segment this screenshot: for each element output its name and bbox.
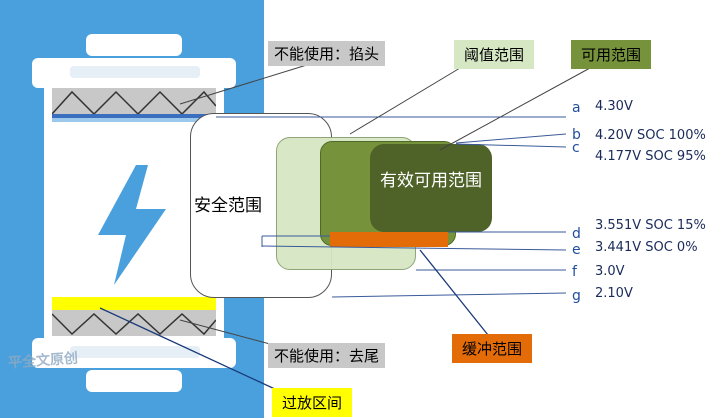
safe-range-label: 安全范围	[194, 196, 262, 216]
battery-top-cap	[86, 34, 182, 56]
effective-range-label: 有效可用范围	[380, 171, 482, 191]
battery-edge-left	[44, 118, 52, 298]
level-letter-f: f	[572, 264, 577, 280]
usable-range-tag: 可用范围	[571, 40, 652, 69]
tail-cut-zigzag	[52, 310, 216, 336]
battery-bottom-slot	[70, 346, 200, 358]
level-letter-g: g	[572, 288, 581, 304]
level-letter-e: e	[572, 242, 581, 258]
threshold-range-tag: 阈值范围	[454, 40, 535, 69]
buffer-range-tag: 缓冲范围	[452, 334, 533, 363]
level-letter-d: d	[572, 226, 581, 242]
level-value-c: 4.177V SOC 95%	[595, 149, 706, 164]
upper-limit-line	[52, 114, 216, 118]
level-letter-b: b	[572, 127, 581, 143]
over-discharge-tag: 过放区间	[272, 388, 353, 417]
level-value-e: 3.441V SOC 0%	[595, 240, 698, 255]
level-value-f: 3.0V	[595, 264, 625, 279]
level-value-d: 3.551V SOC 15%	[595, 218, 706, 233]
lightning-bolt-icon	[98, 165, 166, 285]
over-discharge-bar	[52, 297, 216, 310]
battery-top-slot	[70, 66, 200, 78]
level-value-a: 4.30V	[595, 99, 633, 114]
buffer-range-box	[330, 232, 448, 247]
level-value-g: 2.10V	[595, 286, 633, 301]
level-letter-a: a	[572, 100, 581, 116]
level-value-b: 4.20V SOC 100%	[595, 128, 706, 143]
level-letter-c: c	[572, 140, 580, 156]
effective-range-box	[370, 144, 492, 232]
battery-bottom-cap	[86, 370, 182, 392]
upper-limit-band	[52, 118, 216, 122]
head-cut-tag: 不能使用：掐头	[268, 41, 386, 66]
tail-cut-tag: 不能使用：去尾	[268, 343, 386, 368]
